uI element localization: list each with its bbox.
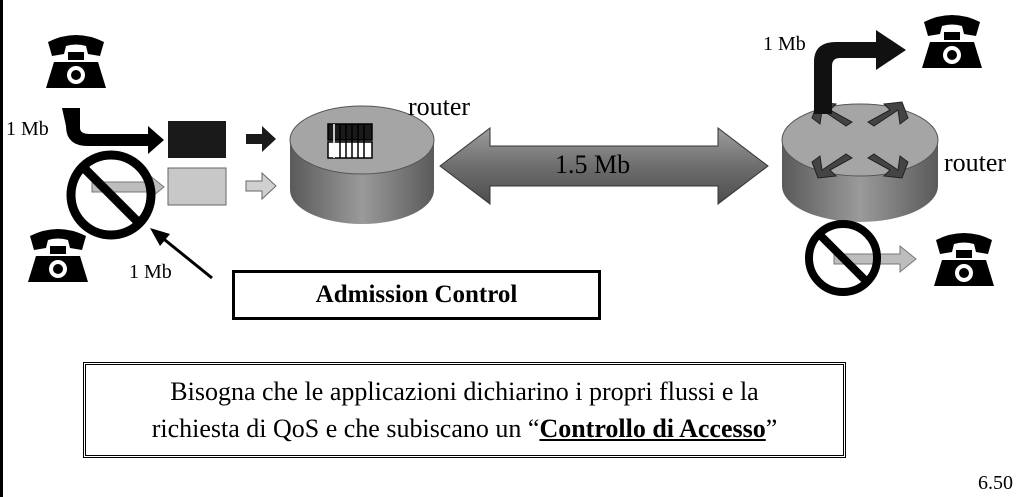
arrow-icon [245,171,277,201]
admission-control-box: Admission Control [232,270,601,320]
note-line-1: Bisogna che le applicazioni dichiarino i… [170,377,759,406]
router-icon [781,101,939,222]
telephone-icon [46,35,106,88]
flow-arrow-icon [62,108,164,154]
slide-left-border [0,0,3,497]
note-emphasis: Controllo di Accesso [539,414,766,443]
telephone-icon [922,15,982,68]
packet-rejected [167,167,227,206]
flow-rate-label: 1 Mb [763,33,806,55]
forbidden-icon [66,150,156,240]
router-icon [289,105,435,224]
note-box: Bisogna che le applicazioni dichiarino i… [83,362,846,458]
telephone-icon [28,229,88,282]
telephone-icon [934,233,994,286]
flow-arrow-icon [814,30,906,114]
note-line-2: richiesta di QoS e che subiscano un “Con… [151,414,778,443]
link-capacity-label: 1.5 Mb [555,150,631,179]
flow-rate-label: 1 Mb [6,118,49,140]
router-right-label: router [944,148,1007,177]
router-left-label: router [408,92,471,121]
arrow-icon [246,126,276,152]
link-double-arrow [439,126,769,206]
forbidden-icon [805,220,881,296]
packet-admitted [168,121,226,158]
admission-pointer-arrow [150,228,213,280]
slide-number: 6.50 [978,472,1013,494]
admission-control-label: Admission Control [315,281,518,308]
flow-rate-label: 1 Mb [129,261,172,283]
